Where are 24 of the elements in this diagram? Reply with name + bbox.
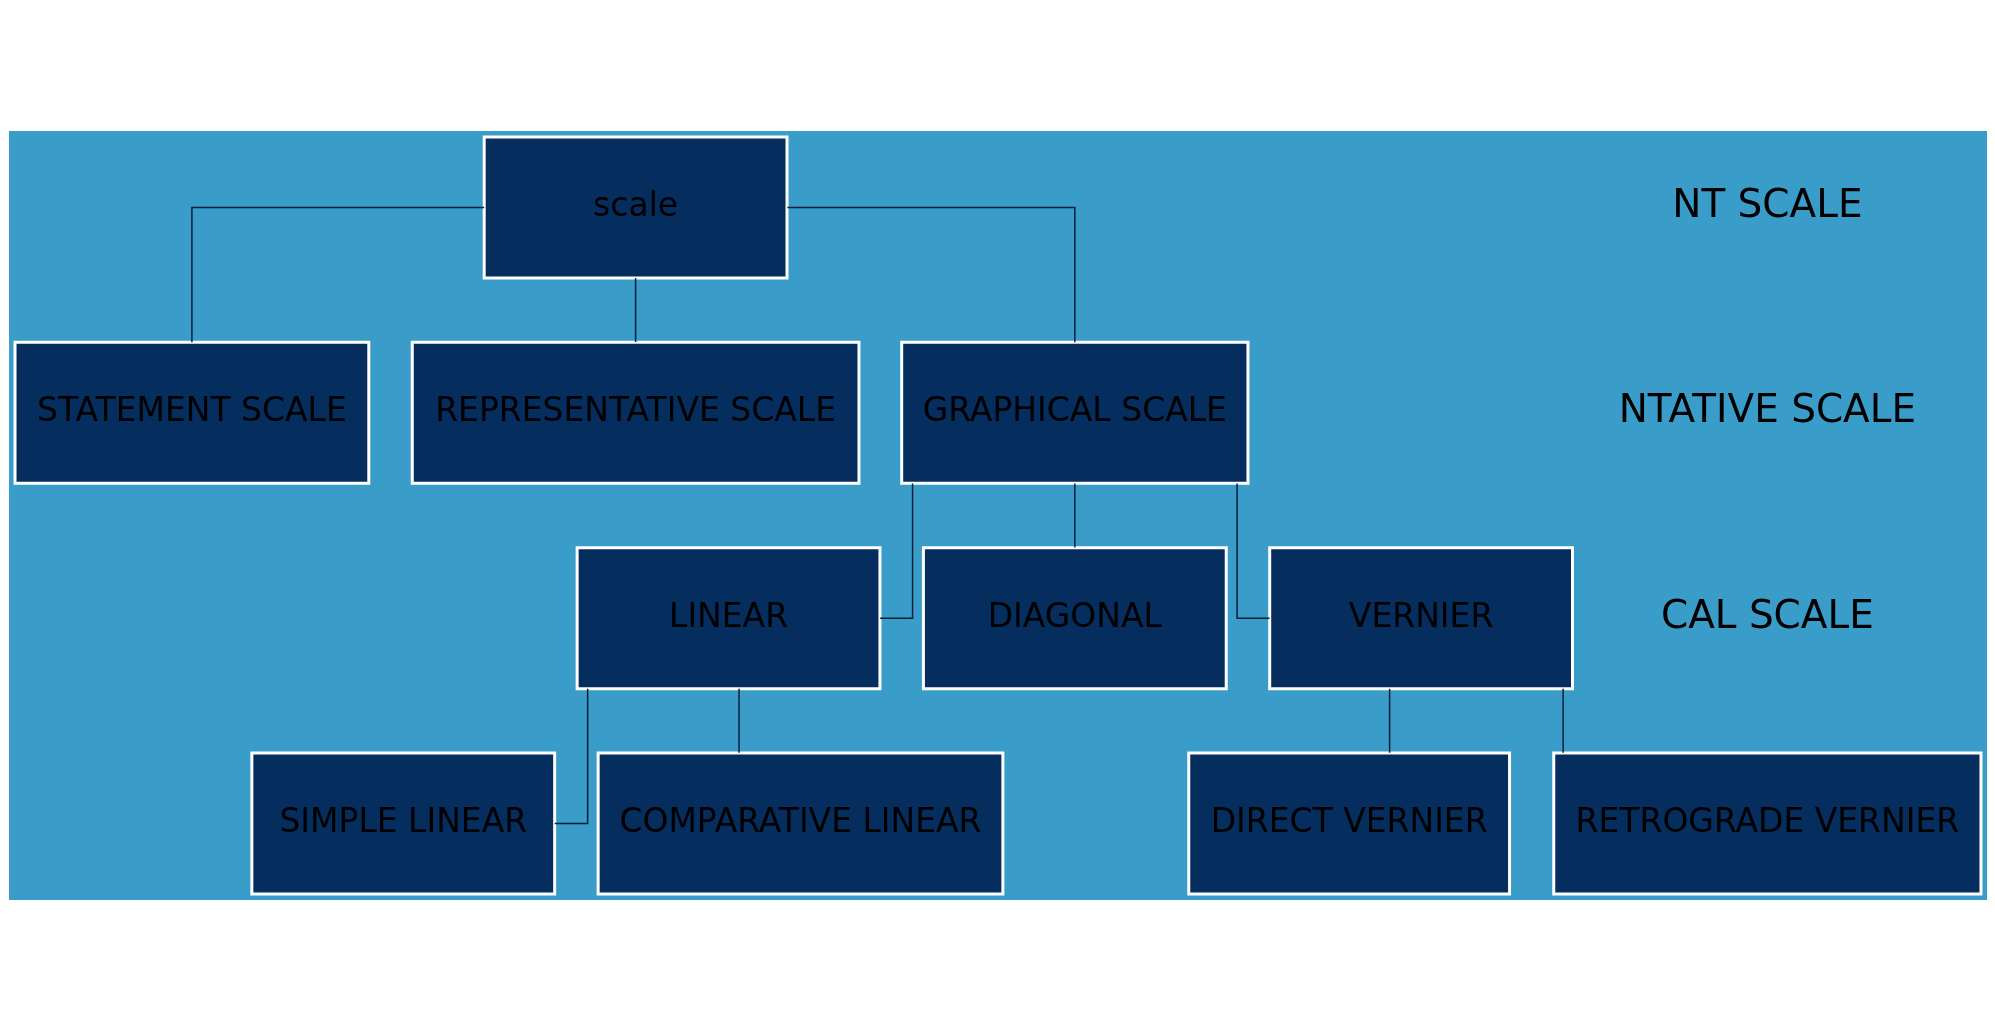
node-box: COMPARATIVE LINEAR <box>596 751 1004 895</box>
node-box: DIRECT VERNIER <box>1186 751 1511 895</box>
connector <box>1073 482 1076 548</box>
connector <box>737 687 740 753</box>
node-box: LINEAR <box>575 545 881 690</box>
node-box: REPRESENTATIVE SCALE <box>410 340 860 485</box>
connector <box>1235 482 1270 619</box>
node-box: VERNIER <box>1267 545 1574 690</box>
connector <box>553 687 588 824</box>
node-box: SIMPLE LINEAR <box>249 751 556 895</box>
node-box: DIAGONAL <box>921 545 1228 690</box>
connector <box>1388 687 1390 753</box>
node-box: RETROGRADE VERNIER <box>1551 751 1982 895</box>
connector <box>1561 687 1564 753</box>
connector <box>634 276 636 343</box>
label: CAL SCALE <box>1660 591 1874 637</box>
node-box: scale <box>482 135 788 279</box>
label: NT SCALE <box>1671 180 1863 226</box>
node-box: GRAPHICAL SCALE <box>899 340 1249 485</box>
connector <box>878 482 913 619</box>
node-box: STATEMENT SCALE <box>13 340 370 485</box>
connector <box>190 206 485 343</box>
connector <box>786 206 1076 343</box>
label: NTATIVE SCALE <box>1618 385 1916 431</box>
